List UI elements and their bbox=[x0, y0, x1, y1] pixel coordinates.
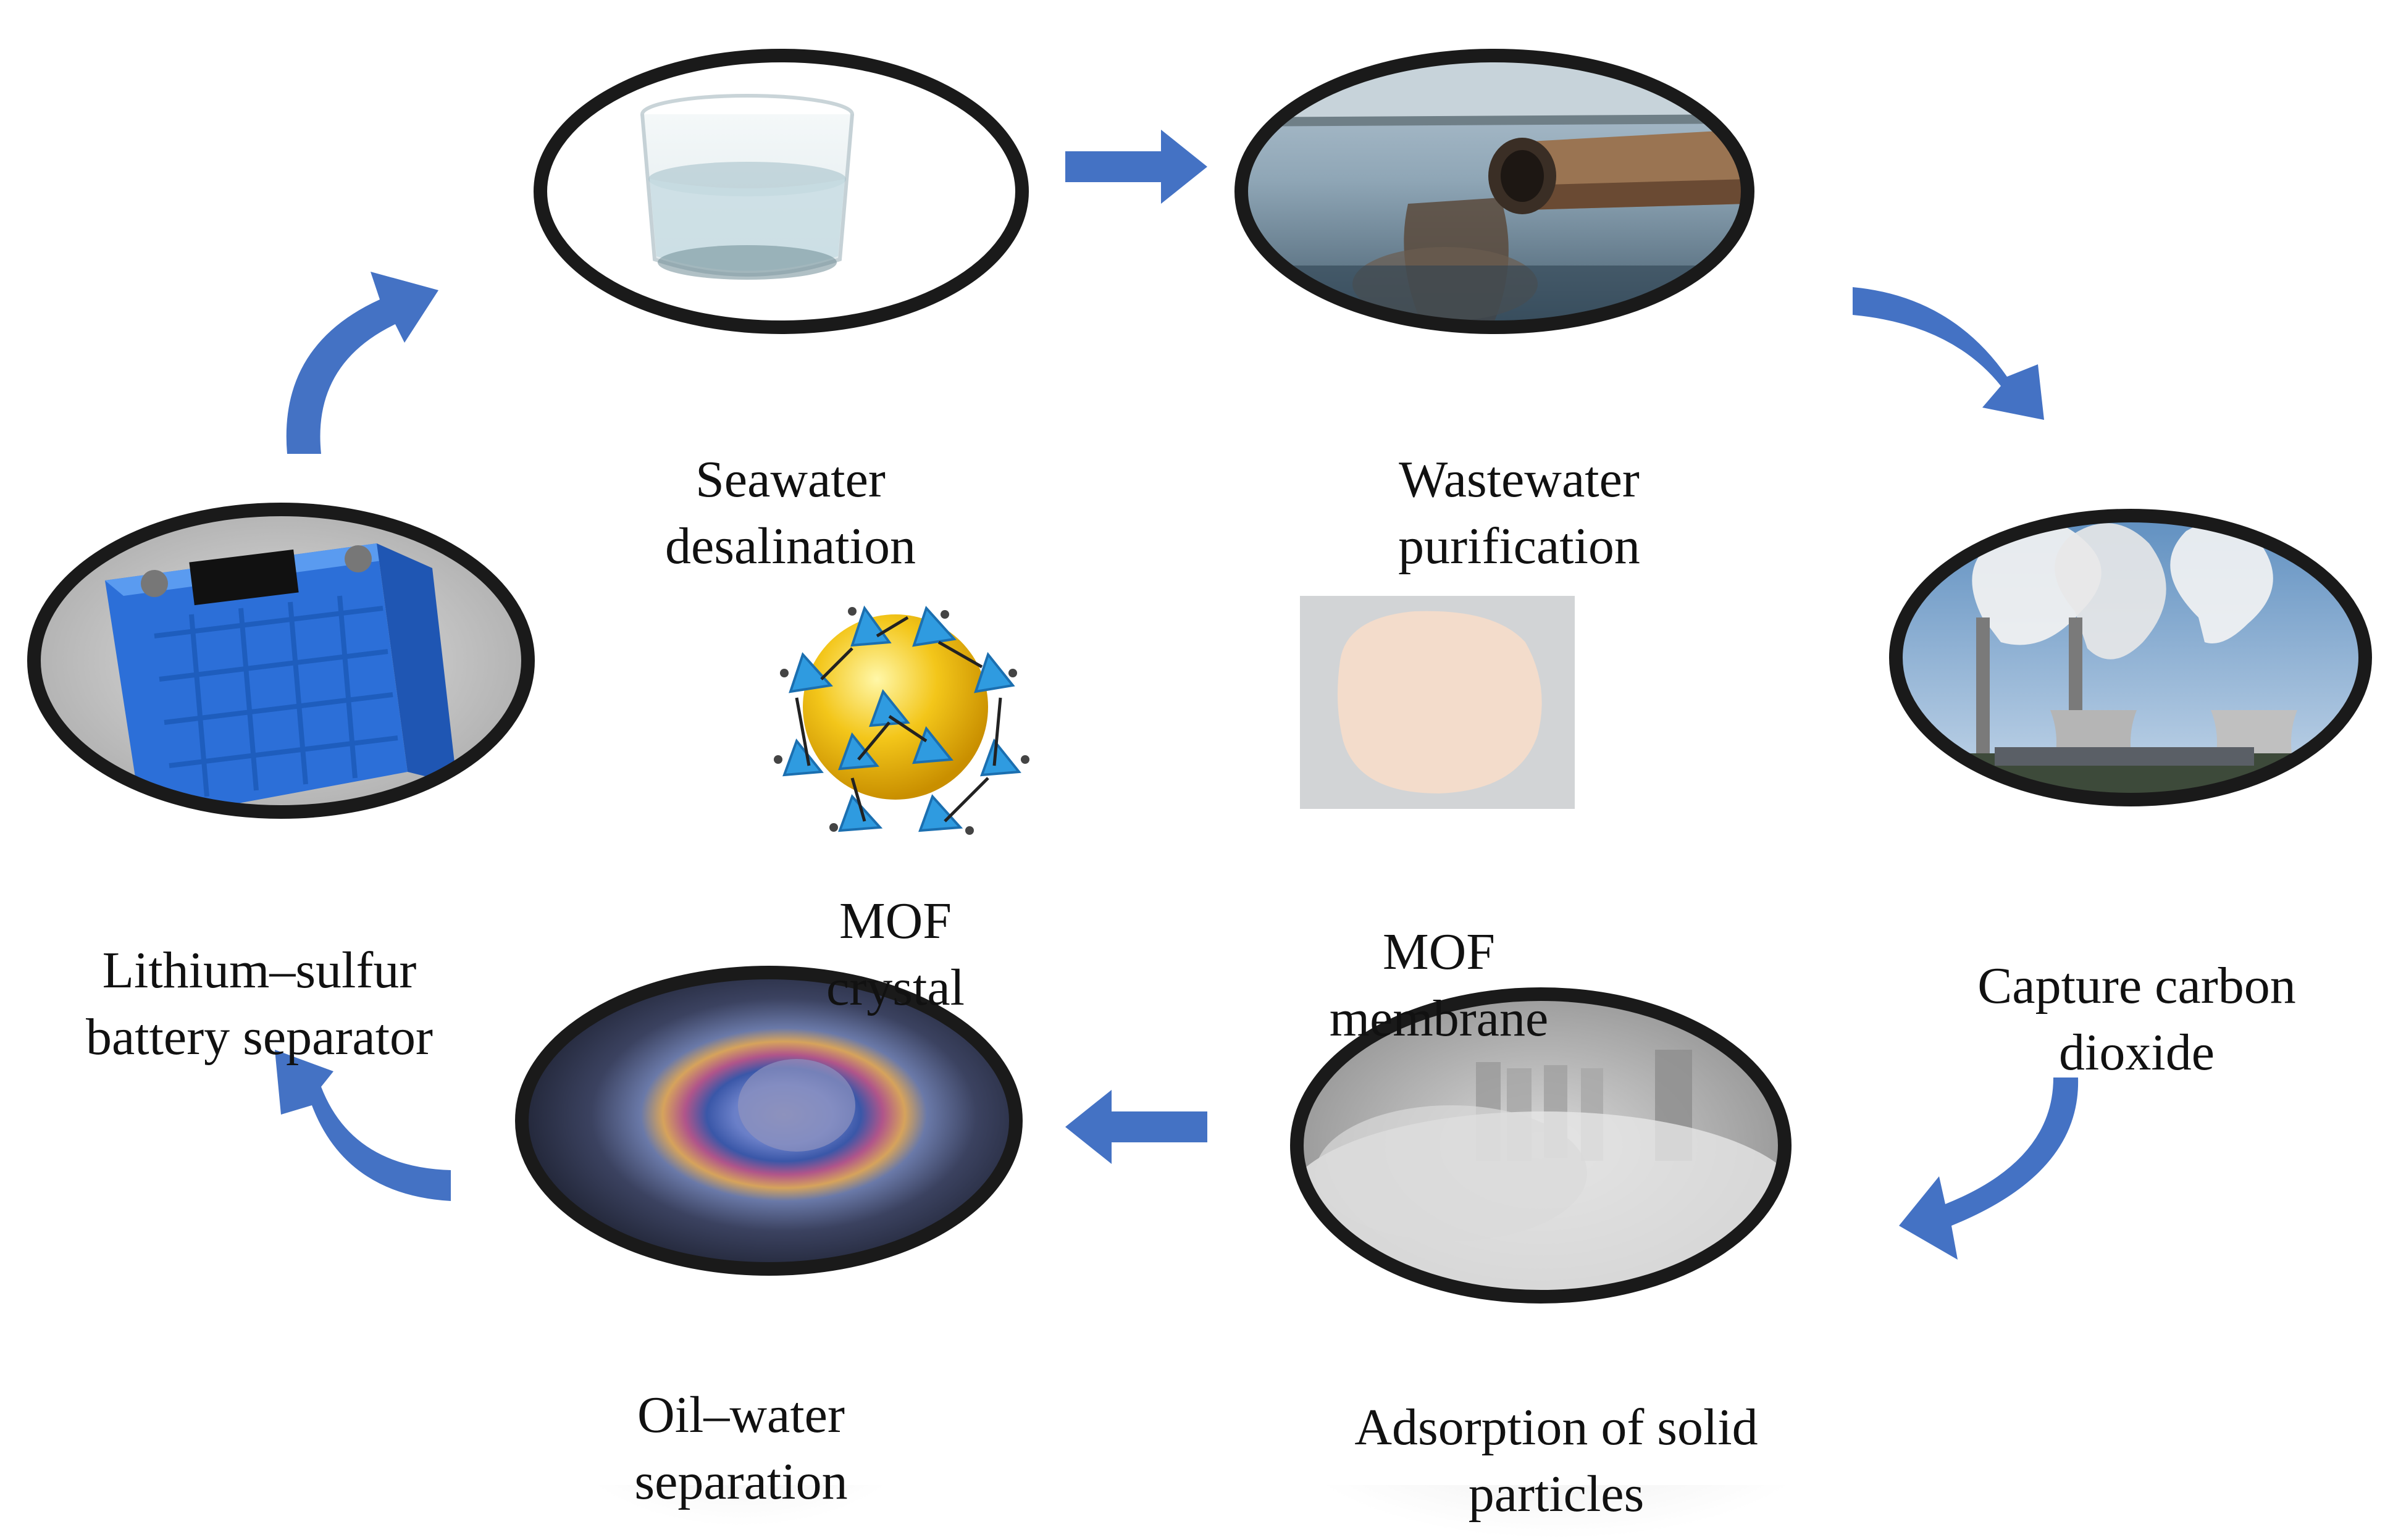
smog-city-icon bbox=[1297, 994, 1785, 1297]
battery-icon bbox=[34, 509, 528, 812]
particles-label-text: Adsorption of solid particles bbox=[1354, 1399, 1758, 1523]
oilwater-label-text: Oil–water separation bbox=[634, 1386, 848, 1510]
mof-membrane-icon bbox=[1300, 596, 1575, 809]
mof-crystal-label-text: MOF crystal bbox=[826, 892, 965, 1016]
oilwater-ellipse bbox=[515, 966, 1023, 1276]
wastewater-ellipse bbox=[1234, 49, 1754, 334]
battery-ellipse bbox=[27, 503, 535, 819]
battery-label-text: Lithium–sulfur battery separator bbox=[85, 942, 434, 1066]
arrow-seawater-to-wastewater bbox=[1065, 130, 1207, 204]
particles-label: Adsorption of solid particles bbox=[1278, 1315, 1834, 1540]
oilwater-label: Oil–water separation bbox=[550, 1303, 932, 1528]
mof-membrane-label-text: MOF membrane bbox=[1329, 923, 1549, 1047]
mof-crystal-icon bbox=[774, 605, 1029, 835]
arrow-oilwater-to-battery bbox=[275, 1050, 451, 1201]
seawater-label: Seawater desalination bbox=[599, 367, 982, 592]
particles-ellipse bbox=[1290, 987, 1792, 1304]
arrow-co2-to-particles bbox=[1899, 1078, 2079, 1260]
mof-membrane-label: MOF membrane bbox=[1303, 852, 1575, 1052]
mof-crystal-label: MOF crystal bbox=[766, 821, 1025, 1021]
co2-ellipse bbox=[1889, 509, 2372, 806]
water-glass-icon bbox=[640, 94, 854, 280]
battery-label: Lithium–sulfur battery separator bbox=[0, 858, 519, 1083]
arrow-wastewater-to-co2 bbox=[1853, 287, 2044, 420]
wastewater-label: Wastewater purification bbox=[1328, 367, 1711, 592]
co2-label: Capture carbon dioxide bbox=[1890, 874, 2384, 1099]
seawater-label-text: Seawater desalination bbox=[665, 451, 916, 575]
arrow-battery-to-seawater bbox=[286, 272, 438, 454]
mof-applications-diagram bbox=[27, 49, 2372, 1304]
wastewater-label-text: Wastewater purification bbox=[1398, 451, 1640, 575]
co2-label-text: Capture carbon dioxide bbox=[1977, 957, 2296, 1081]
seawater-ellipse bbox=[534, 49, 1029, 334]
arrow-particles-to-oilwater bbox=[1065, 1090, 1207, 1164]
oil-slick-icon bbox=[522, 973, 1016, 1269]
flow-arrows bbox=[275, 130, 2079, 1260]
